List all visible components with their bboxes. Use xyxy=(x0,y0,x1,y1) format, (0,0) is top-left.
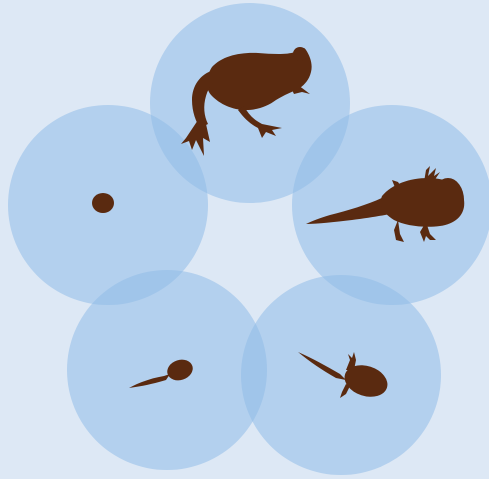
egg-icon xyxy=(92,193,114,213)
stage-bubble-tadpole xyxy=(67,270,267,470)
